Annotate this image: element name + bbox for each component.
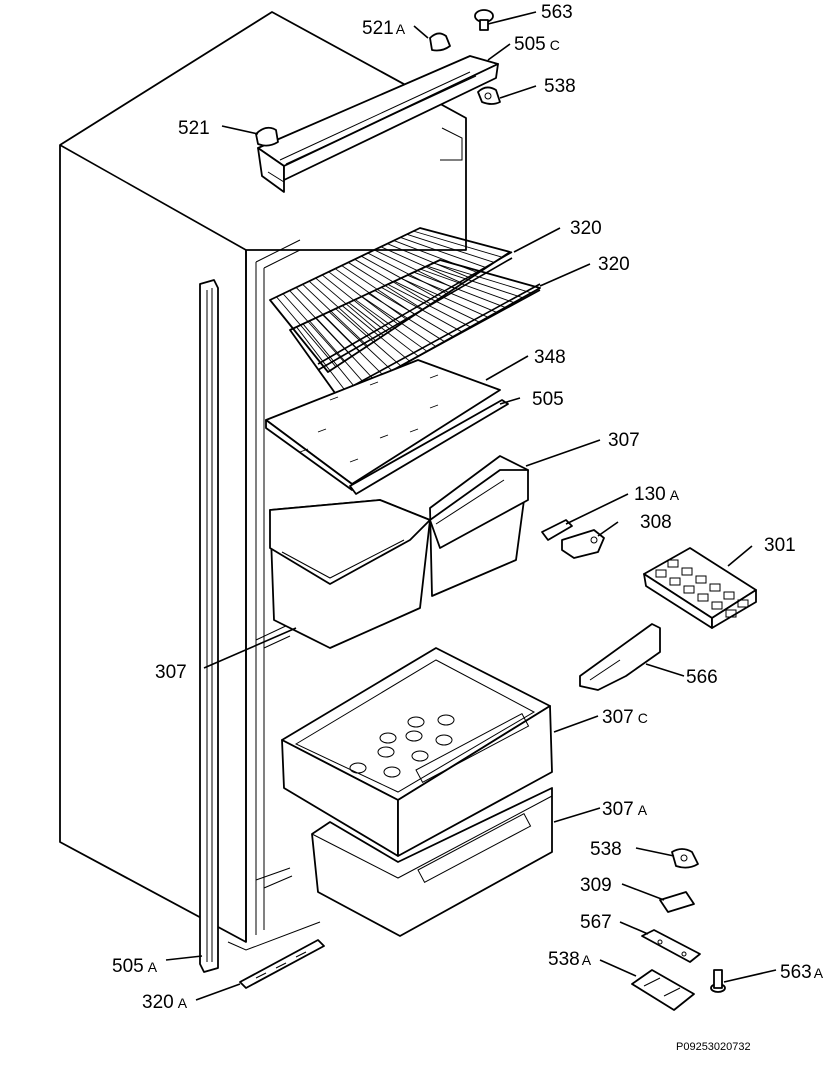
label-563: 563 bbox=[541, 2, 573, 23]
glass-shelf-348 bbox=[265, 359, 501, 491]
ice-tray-301 bbox=[643, 547, 757, 629]
pin-563a bbox=[710, 969, 726, 993]
freezer-drawer-307a bbox=[311, 787, 553, 937]
label-538-top: 538 bbox=[544, 76, 576, 97]
door-seal-strip bbox=[199, 279, 219, 973]
label-301: 301 bbox=[764, 535, 796, 556]
label-307-top: 307 bbox=[608, 430, 640, 451]
wire-shelf-lower bbox=[289, 259, 541, 401]
label-566: 566 bbox=[686, 667, 718, 688]
shelf-trim-505 bbox=[349, 399, 509, 495]
bracket-538a bbox=[631, 969, 695, 1011]
top-cover-rail-505c bbox=[257, 55, 499, 193]
drawing-reference: P09253020732 bbox=[676, 1041, 751, 1053]
label-308: 308 bbox=[640, 512, 672, 533]
label-567: 567 bbox=[580, 912, 612, 933]
label-307-left: 307 bbox=[155, 662, 187, 683]
label-320-upper: 320 bbox=[570, 218, 602, 239]
bottom-rail-320a bbox=[239, 939, 325, 989]
part-130a bbox=[541, 519, 573, 541]
label-521: 521 bbox=[178, 118, 210, 139]
leader-lines bbox=[165, 11, 777, 1001]
hinge-bracket-538-top bbox=[477, 86, 501, 105]
label-348: 348 bbox=[534, 347, 566, 368]
freezer-drawer-307c bbox=[281, 647, 553, 857]
label-538-lower: 538 bbox=[590, 839, 622, 860]
part-308 bbox=[561, 529, 605, 559]
scraper-566 bbox=[579, 623, 661, 691]
label-320-lower: 320 bbox=[598, 254, 630, 275]
dairy-bin-right bbox=[429, 455, 529, 597]
hinge-cap-521 bbox=[255, 126, 279, 147]
hinge-bracket-538-lower bbox=[671, 848, 699, 869]
label-505: 505 bbox=[532, 389, 564, 410]
part-309 bbox=[659, 891, 695, 913]
hinge-cap-521a bbox=[429, 32, 451, 52]
plate-567 bbox=[641, 929, 701, 963]
dairy-bin-left bbox=[269, 499, 431, 649]
cabinet-body bbox=[59, 11, 467, 951]
hinge-pin-563 bbox=[474, 9, 494, 31]
label-309: 309 bbox=[580, 875, 612, 896]
